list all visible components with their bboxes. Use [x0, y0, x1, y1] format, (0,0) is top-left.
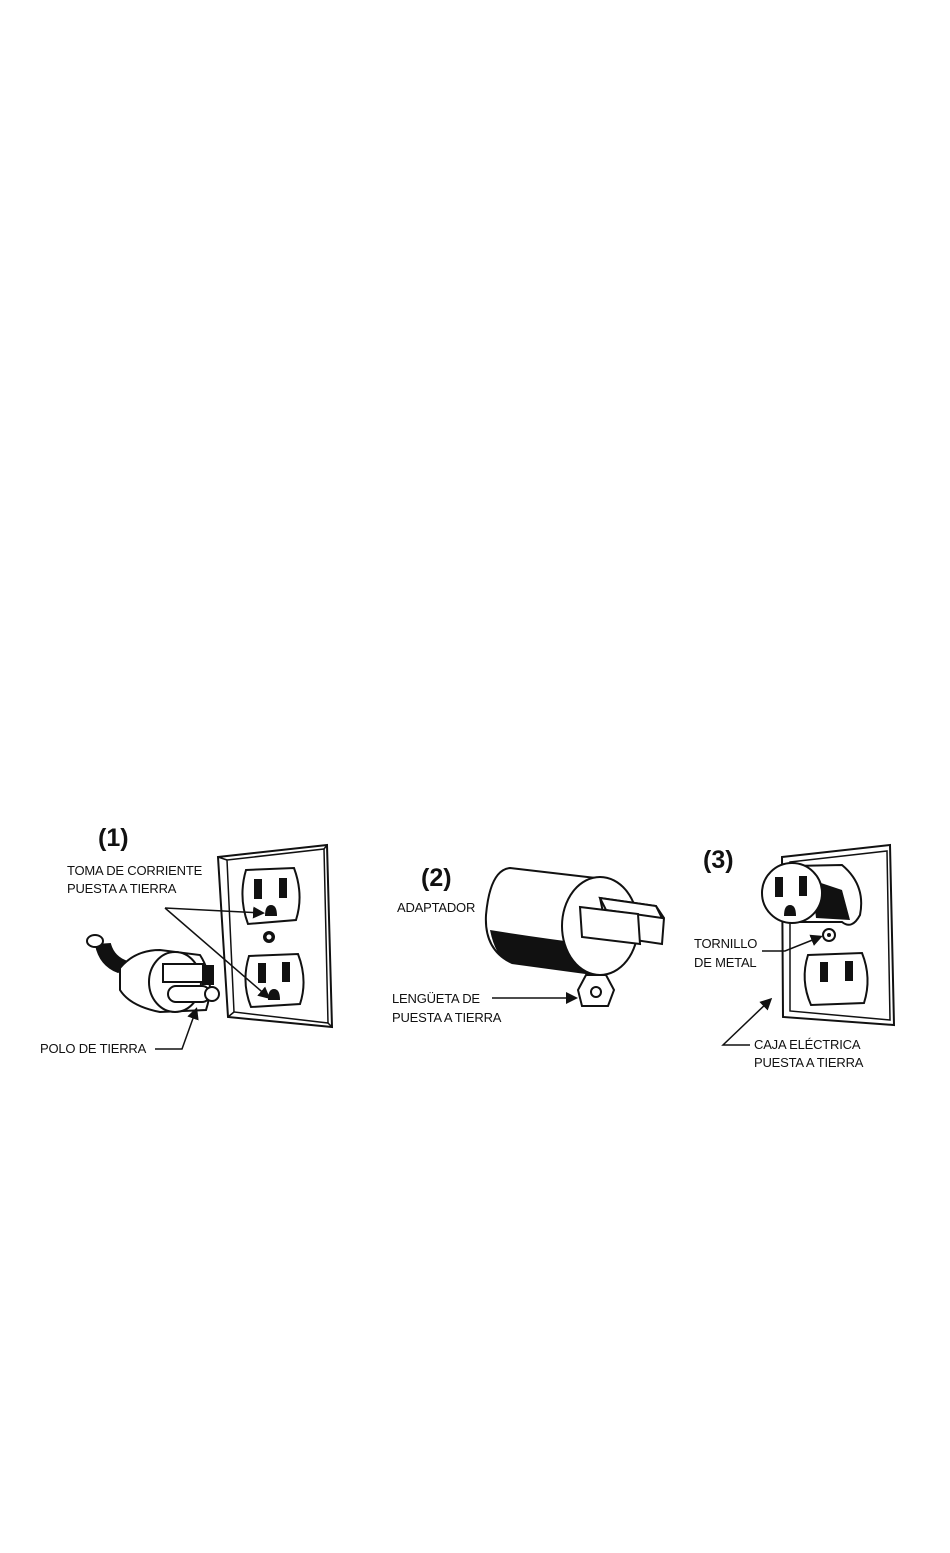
figure-3-illustration — [762, 845, 894, 1025]
receptacle-lower-3 — [805, 953, 868, 1005]
grounding-tab-label-line1: LENGÜETA DE — [392, 989, 480, 1008]
figure-1-number: (1) — [98, 824, 129, 853]
figure-2-illustration — [486, 868, 664, 1006]
figure-3-number: (3) — [703, 846, 734, 875]
outlet-label-line1: TOMA DE CORRIENTE — [67, 861, 202, 880]
outlet-label-line2: PUESTA A TIERRA — [67, 879, 176, 898]
ground-pin-label: POLO DE TIERRA — [40, 1039, 146, 1058]
figure-2-number: (2) — [421, 864, 452, 893]
metal-screw-label-line1: TORNILLO — [694, 934, 757, 953]
electrical-box-label-line1: CAJA ELÉCTRICA — [754, 1035, 860, 1054]
electrical-box-label-line2: PUESTA A TIERRA — [754, 1053, 863, 1072]
adapter-label: ADAPTADOR — [397, 898, 475, 917]
grounding-tab-label-line2: PUESTA A TIERRA — [392, 1008, 501, 1027]
metal-screw-label-line2: DE METAL — [694, 953, 756, 972]
